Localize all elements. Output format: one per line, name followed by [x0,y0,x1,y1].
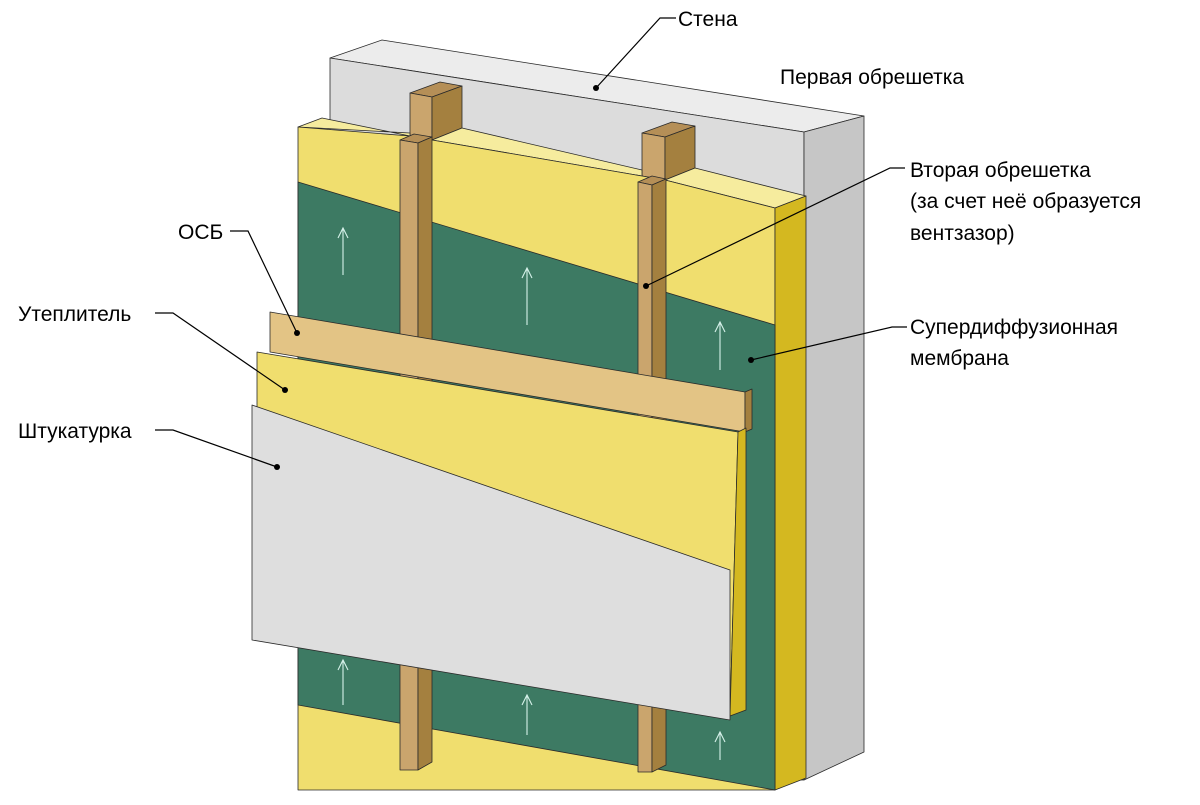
airflow-arrow-icon [521,266,533,325]
insulation-label: Утеплитель [18,303,131,326]
airflow-arrows [337,226,726,760]
wall-side-face [803,115,865,781]
second-batten-label-line2: (за счет неё образуется [910,190,1141,213]
wall-label: Стена [678,8,738,31]
airflow-arrow-icon [337,658,349,705]
wall-leader [595,17,676,89]
membrane-leader [750,326,907,361]
airflow-arrow-icon [714,730,726,760]
second-batten-label-line3: вентзазор) [910,222,1015,245]
plaster-label: Штукатурка [18,420,132,443]
airflow-arrow-icon [521,693,533,735]
osb-label: ОСБ [178,221,223,244]
first-batten-label: Первая обрешетка [780,66,964,89]
plaster-layer [251,404,731,721]
first-batten-right-front [641,132,666,181]
membrane-label-line1: Супердиффузионная [910,316,1118,339]
airflow-arrow-icon [337,226,349,275]
airflow-arrow-icon [714,320,726,370]
plaster-leader-dot [274,464,280,470]
first-batten-left-front [409,92,433,141]
osb-leader [230,230,298,334]
osb-leader-dot [294,330,300,336]
insulation-leader-dot [282,387,288,393]
first-batten-left [409,81,463,141]
second-batten-label-line1: Вторая обрешетка [910,159,1091,182]
leader-lines [155,17,907,470]
second-batten-leader-dot [643,283,649,289]
front-insulation-side-face [729,427,747,717]
wall-leader-dot [593,85,599,91]
osb-side-face [744,388,753,433]
first-batten-right [641,121,696,181]
membrane-label-line2: мембрана [910,347,1009,370]
membrane-leader-dot [748,357,754,363]
insulation-leader [155,312,286,391]
labels: Стена Первая обрешетка Вторая обрешетка … [18,8,1141,443]
second-batten-leader [645,167,905,287]
plaster-leader [155,429,278,468]
back-insulation-side-face [774,195,807,791]
